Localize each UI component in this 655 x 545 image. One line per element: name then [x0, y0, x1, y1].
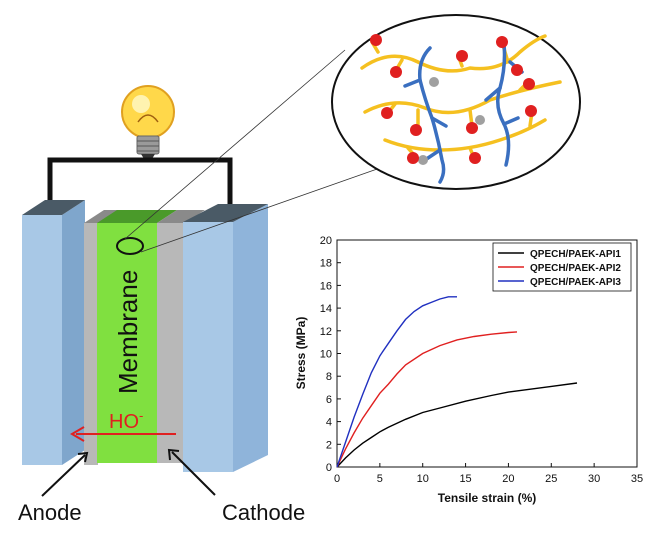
legend-entry: QPECH/PAEK-API1: [530, 249, 621, 260]
y-tick-label: 4: [326, 417, 332, 429]
external-circuit-wire: [47, 157, 233, 212]
y-tick-label: 18: [320, 258, 332, 270]
x-tick-label: 0: [334, 473, 340, 485]
quaternary-ammonium-groups: [370, 34, 537, 164]
y-axis: 0 2 4 6 8 10 12 14 16 18 20: [320, 235, 341, 474]
anode-catalyst-layer: [84, 223, 98, 465]
y-tick-label: 14: [320, 303, 332, 315]
x-tick-label: 5: [377, 473, 383, 485]
anode-pointer: [41, 451, 89, 497]
anode-electrode: [22, 215, 62, 465]
series-layer: [336, 296, 578, 468]
light-bulb-icon: [121, 85, 175, 162]
series-line: [336, 296, 457, 468]
membrane: [97, 223, 157, 463]
x-axis: 0 5 10 15 20 25 30 35: [334, 463, 643, 485]
zoom-region-marker: [116, 237, 144, 255]
cathode-electrode-side: [233, 204, 268, 472]
y-tick-label: 10: [320, 349, 332, 361]
x-tick-label: 35: [631, 473, 643, 485]
hydroxide-ion-arrow: [70, 426, 176, 442]
y-tick-label: 2: [326, 439, 332, 451]
membrane-label: Membrane: [113, 270, 143, 394]
cathode-pointer: [167, 448, 216, 496]
x-tick-label: 20: [502, 473, 514, 485]
x-axis-label: Tensile strain (%): [438, 491, 536, 505]
x-tick-label: 10: [417, 473, 429, 485]
x-tick-label: 30: [588, 473, 600, 485]
cathode-electrode: [183, 222, 233, 472]
zoom-line-lower: [140, 167, 381, 253]
zoom-line-upper: [124, 49, 346, 240]
x-tick-label: 25: [545, 473, 557, 485]
y-tick-label: 20: [320, 235, 332, 247]
legend-entry: QPECH/PAEK-API2: [530, 263, 621, 274]
hydroxide-ion-label: HO-: [109, 408, 143, 433]
y-tick-label: 0: [326, 462, 332, 474]
stress-strain-chart: 0 5 10 15 20 25 30 35 0 2 4 6 8 10 12 14 16 18 20 QPECH/P…: [294, 235, 643, 505]
membrane-top: [97, 210, 177, 223]
anode-electrode-side: [62, 200, 85, 465]
fuel-cell-stack: Membrane HO-: [22, 200, 268, 472]
polymer-structure-inset: [331, 14, 581, 190]
series-line: [336, 331, 518, 468]
y-tick-label: 12: [320, 326, 332, 338]
cathode-catalyst-layer: [157, 223, 185, 463]
cathode-label: Cathode: [222, 500, 305, 525]
legend-entry: QPECH/PAEK-API3: [530, 277, 621, 288]
y-tick-label: 16: [320, 280, 332, 292]
crosslink-nodes: [418, 77, 485, 165]
y-tick-label: 6: [326, 394, 332, 406]
x-tick-label: 15: [459, 473, 471, 485]
y-tick-label: 8: [326, 371, 332, 383]
anode-label: Anode: [18, 500, 82, 525]
y-axis-label: Stress (MPa): [294, 317, 308, 390]
legend: QPECH/PAEK-API1QPECH/PAEK-API2QPECH/PAEK…: [492, 242, 632, 292]
series-line: [336, 382, 578, 468]
cathode-top-cap: [183, 204, 268, 222]
anode-top-cap: [22, 200, 85, 215]
